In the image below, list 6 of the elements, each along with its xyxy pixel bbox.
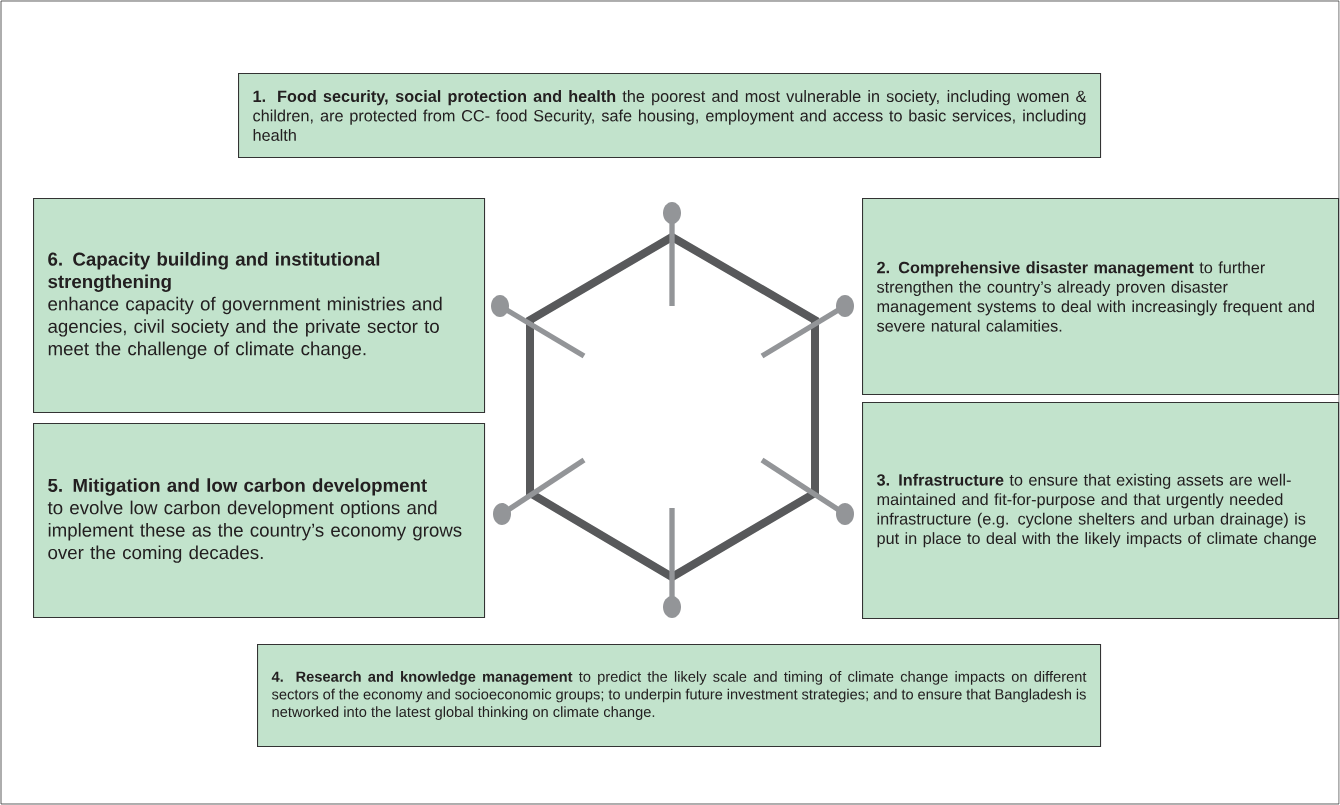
text-box: 6. Capacity building and institutional strengthening enhance capacity of government ministries and agencies, civil society and the private sector to meet the challenge of climate change. <box>33 198 486 414</box>
text-box: 4. Research and knowledge management to predict the likely scale and timing of climate change impacts on different sectors of the economy and socioeconomic groups; to underpin future investment strategies; and to ensure that Bangladesh is networked into the latest global thinking on climate change. <box>257 644 1102 748</box>
text-box: 5. Mitigation and low carbon development to evolve low carbon development options and implement these as the country’s economy grows over the coming decades. <box>33 423 486 619</box>
text-box: 3. Infrastructure to ensure that existing assets are well-maintained and fit-for-purpose and that urgently needed infrastructure (e.g. cyclone shelters and urban drainage) is put in place to deal with the likely impacts of climate change <box>862 402 1340 620</box>
text-box: 1. Food security, social protection and health the poorest and most vulnerable in society, including women & children, are protected from CC- food Security, safe housing, employment and access to basic services, including health <box>238 73 1102 159</box>
text-box: 2. Comprehensive disaster management to further strengthen the country’s already proven disaster management systems to deal with increasingly frequent and severe natural calamities. <box>862 198 1340 396</box>
